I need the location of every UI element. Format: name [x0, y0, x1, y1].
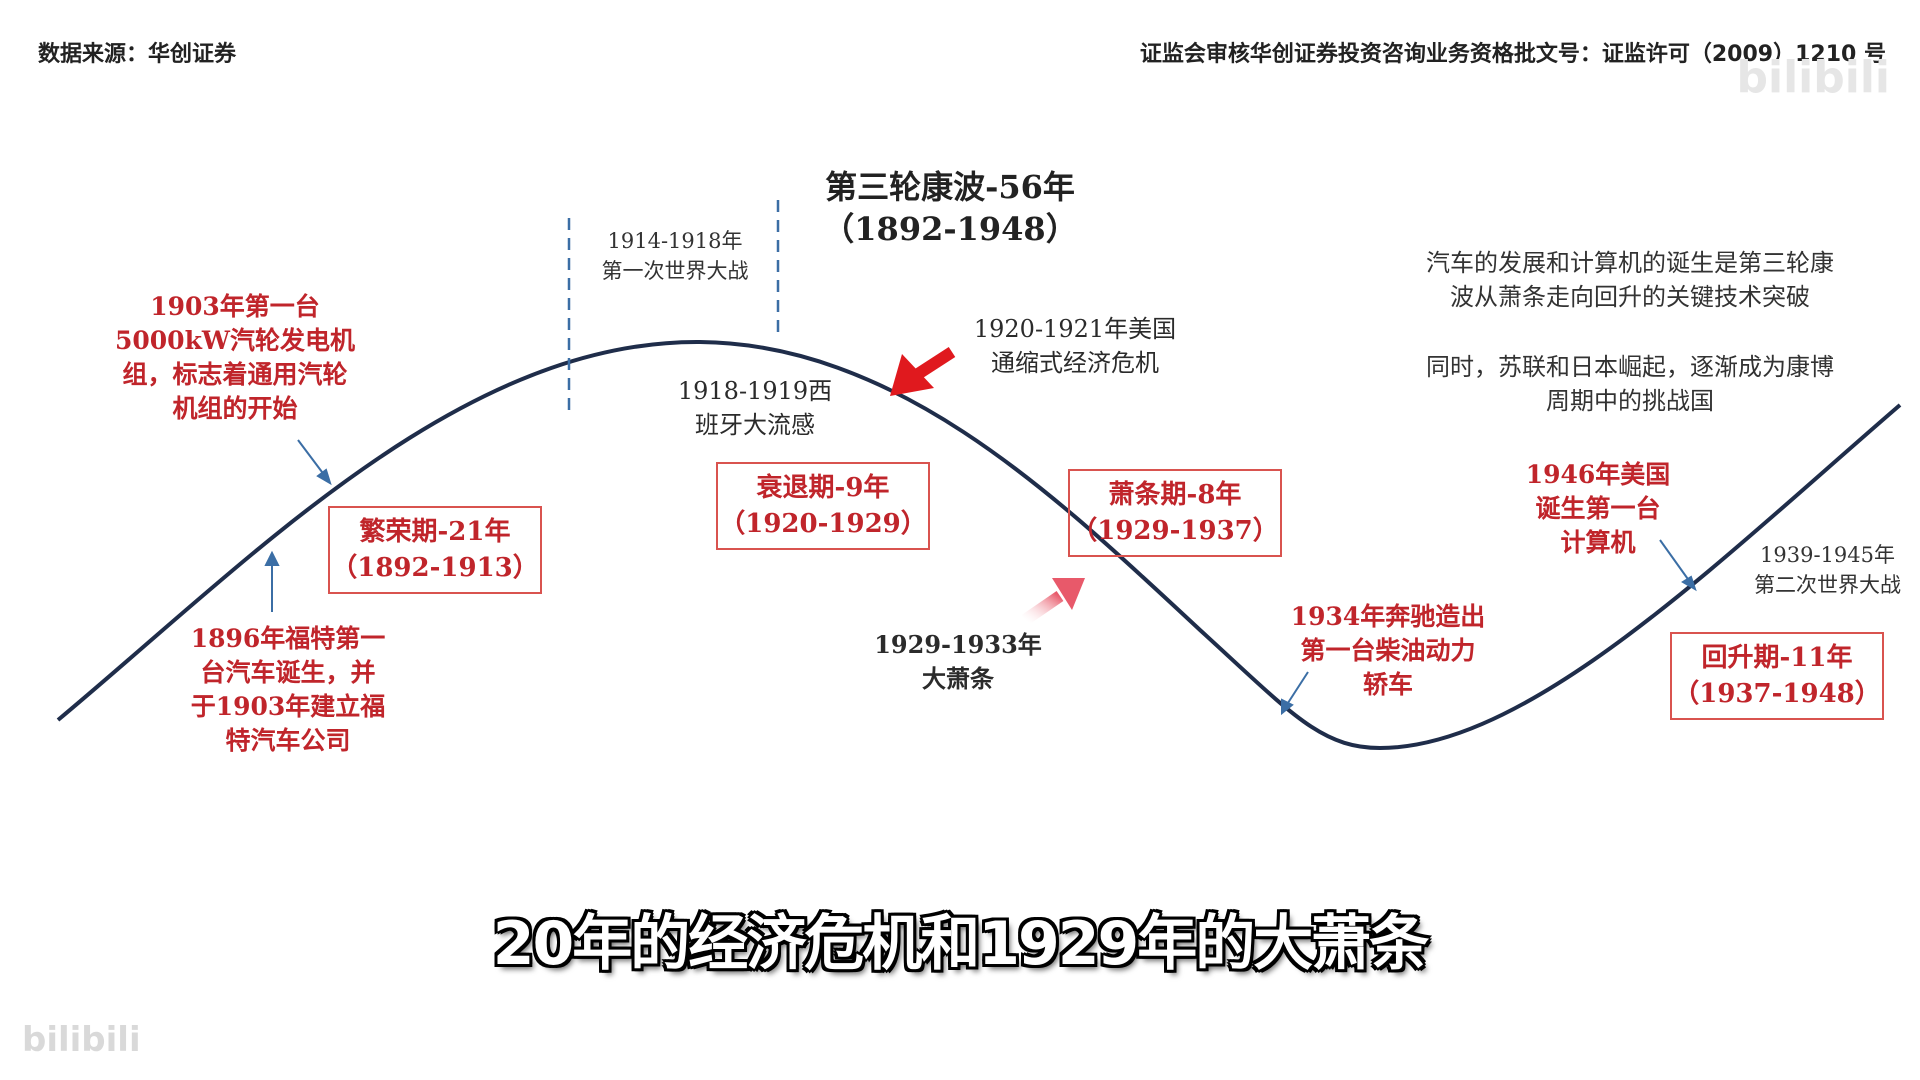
arrow-computer-icon [1659, 539, 1697, 592]
title-line-2: （1892-1948） [822, 210, 1078, 248]
bilibili-logo: bilibili [22, 1020, 141, 1060]
phase-years: （1920-1929） [719, 509, 927, 539]
note-line: 周期中的挑战国 [1546, 387, 1714, 415]
depression-years: 1929-1933年 [874, 630, 1042, 659]
note-line: 波从萧条走向回升的关键技术突破 [1450, 283, 1810, 311]
arrow-benz-icon [1281, 671, 1309, 716]
computer-event-note: 1946年美国 诞生第一台 计算机 [1508, 458, 1688, 560]
phase-years: （1892-1913） [331, 553, 539, 583]
red-arrow-icon [890, 346, 956, 396]
ford-event-note: 1896年福特第一 台汽车诞生，并 于1903年建立福 特汽车公司 [168, 622, 408, 758]
data-source-label: 数据来源：华创证券 [38, 42, 237, 67]
arrow-turbine-icon [297, 439, 332, 486]
ford-line: 1896年福特第一 [190, 624, 386, 653]
challenger-countries-note: 同时，苏联和日本崛起，逐渐成为康博 周期中的挑战国 [1370, 350, 1890, 418]
flu-years: 1918-1919西 [677, 377, 833, 405]
us-crisis-years: 1920-1921年美国 [973, 315, 1177, 343]
spanish-flu-label: 1918-1919西 班牙大流感 [660, 374, 850, 442]
bilibili-watermark: bilibili [1736, 52, 1890, 103]
benz-line: 轿车 [1362, 670, 1413, 699]
great-depression-label: 1929-1933年 大萧条 [868, 628, 1048, 696]
video-subtitle: 20年的经济危机和1929年的大萧条 [492, 909, 1430, 979]
phase-years: （1937-1948） [1673, 679, 1881, 709]
diagram-title: 第三轮康波-56年 （1892-1948） [750, 166, 1150, 250]
phase-box-prosperity: 繁荣期-21年 （1892-1913） [328, 506, 542, 594]
ford-line: 于1903年建立福 [190, 692, 386, 721]
turbine-line: 5000kW汽轮发电机 [115, 326, 355, 355]
ww1-label: 1914-1918年 第一次世界大战 [580, 226, 770, 286]
title-line-1: 第三轮康波-56年 [825, 168, 1075, 206]
tech-breakthrough-note: 汽车的发展和计算机的诞生是第三轮康 波从萧条走向回升的关键技术突破 [1370, 246, 1890, 314]
phase-name: 萧条期-8年 [1108, 480, 1242, 510]
ww2-name: 第二次世界大战 [1754, 573, 1901, 597]
pink-arrow-icon [1021, 578, 1085, 625]
phase-name: 衰退期-9年 [756, 473, 890, 503]
computer-line: 1946年美国 [1525, 460, 1671, 489]
ww2-label: 1939-1945年 第二次世界大战 [1740, 540, 1915, 600]
note-line: 同时，苏联和日本崛起，逐渐成为康博 [1426, 353, 1834, 381]
us-crisis-label: 1920-1921年美国 通缩式经济危机 [955, 312, 1195, 380]
phase-name: 回升期-11年 [1701, 643, 1853, 673]
computer-line: 计算机 [1560, 528, 1636, 557]
turbine-line: 组，标志着通用汽轮 [122, 360, 348, 389]
ww2-years: 1939-1945年 [1760, 543, 1895, 567]
phase-name: 繁荣期-21年 [359, 517, 511, 547]
benz-line: 1934年奔驰造出 [1290, 602, 1486, 631]
ford-line: 台汽车诞生，并 [200, 658, 376, 687]
depression-name: 大萧条 [922, 664, 994, 693]
note-line: 汽车的发展和计算机的诞生是第三轮康 [1426, 249, 1834, 277]
turbine-event-note: 1903年第一台 5000kW汽轮发电机 组，标志着通用汽轮 机组的开始 [95, 290, 375, 426]
turbine-line: 机组的开始 [172, 394, 298, 423]
benz-event-note: 1934年奔驰造出 第一台柴油动力 轿车 [1268, 600, 1508, 702]
ford-line: 特汽车公司 [225, 726, 351, 755]
computer-line: 诞生第一台 [1535, 494, 1661, 523]
phase-years: （1929-1937） [1071, 516, 1279, 546]
phase-box-recession: 衰退期-9年 （1920-1929） [716, 462, 930, 550]
ww1-years: 1914-1918年 [607, 229, 743, 253]
turbine-line: 1903年第一台 [150, 292, 320, 321]
us-crisis-name: 通缩式经济危机 [991, 349, 1159, 377]
phase-box-recovery: 回升期-11年 （1937-1948） [1670, 632, 1884, 720]
wave-curve [56, 339, 1902, 751]
flu-name: 班牙大流感 [695, 411, 815, 439]
license-label: 证监会审核华创证券投资咨询业务资格批文号：证监许可（2009）1210 号 [1139, 42, 1886, 67]
benz-line: 第一台柴油动力 [1300, 636, 1476, 665]
phase-box-depression: 萧条期-8年 （1929-1937） [1068, 469, 1282, 557]
ww1-name: 第一次世界大战 [601, 259, 749, 283]
arrow-ford-icon [264, 550, 280, 612]
